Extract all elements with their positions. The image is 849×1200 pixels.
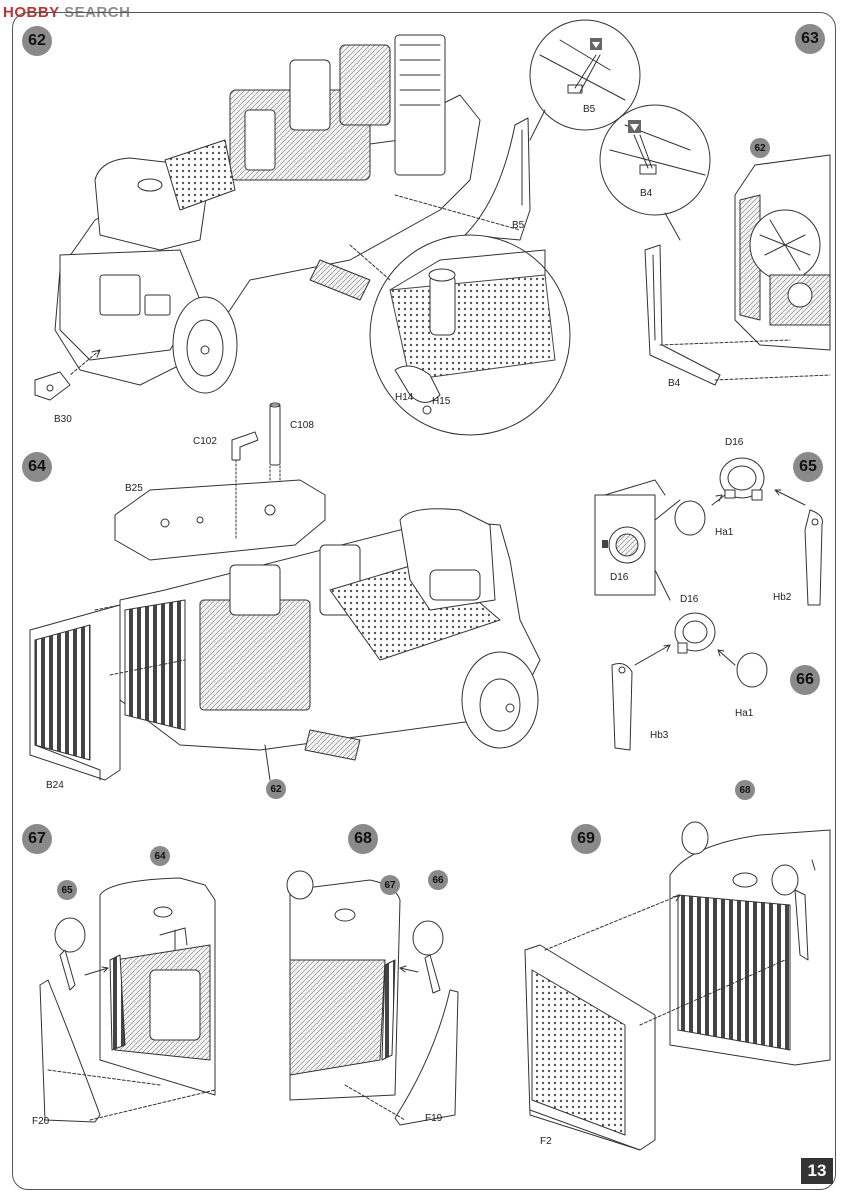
part-label-b4: B4 bbox=[668, 378, 681, 389]
step-number-63: 63 bbox=[795, 24, 825, 54]
step68-drawing bbox=[287, 871, 458, 1125]
part-label-c102: C102 bbox=[193, 436, 217, 447]
ref-badge-62: 62 bbox=[750, 138, 770, 158]
part-label-b5-detail: B5 bbox=[583, 104, 596, 115]
part-label-f2: F2 bbox=[540, 1136, 552, 1147]
ref-badge-67: 67 bbox=[380, 875, 400, 895]
part-label-d16: D16 bbox=[725, 437, 744, 448]
part-label-b25: B25 bbox=[125, 483, 143, 494]
step-number-65: 65 bbox=[793, 452, 823, 482]
part-label-d16-detail: D16 bbox=[610, 572, 629, 583]
part-label-f19: F19 bbox=[425, 1113, 443, 1124]
step-number-66: 66 bbox=[790, 665, 820, 695]
part-label-b5: B5 bbox=[512, 220, 525, 231]
part-label-b24: B24 bbox=[46, 780, 64, 791]
ref-badge-66: 66 bbox=[428, 870, 448, 890]
part-label-d16: D16 bbox=[680, 594, 699, 605]
step65-66-drawing bbox=[595, 458, 823, 750]
ref-badge-64: 64 bbox=[150, 846, 170, 866]
part-label-h15: H15 bbox=[432, 396, 451, 407]
part-label-ha1: Ha1 bbox=[735, 708, 754, 719]
part-label-ha1: Ha1 bbox=[715, 527, 734, 538]
step62-drawing bbox=[35, 20, 640, 435]
step-number-67: 67 bbox=[22, 824, 52, 854]
part-label-h14: H14 bbox=[395, 392, 414, 403]
ref-badge-62: 62 bbox=[266, 779, 286, 799]
step69-drawing bbox=[525, 822, 830, 1150]
part-label-b30: B30 bbox=[54, 414, 72, 425]
step67-drawing bbox=[40, 878, 215, 1122]
page-number: 13 bbox=[801, 1158, 833, 1184]
page-frame bbox=[12, 12, 836, 1190]
part-label-hb3: Hb3 bbox=[650, 730, 669, 741]
ref-badge-68: 68 bbox=[735, 780, 755, 800]
part-label-c108: C108 bbox=[290, 420, 314, 431]
step-number-62: 62 bbox=[22, 26, 52, 56]
step64-drawing bbox=[30, 403, 540, 780]
step-number-69: 69 bbox=[571, 824, 601, 854]
ref-badge-65: 65 bbox=[57, 880, 77, 900]
part-label-f20: F20 bbox=[32, 1116, 50, 1127]
step-number-64: 64 bbox=[22, 452, 52, 482]
step63-drawing bbox=[600, 105, 830, 385]
part-label-hb2: Hb2 bbox=[773, 592, 792, 603]
step-number-68: 68 bbox=[348, 824, 378, 854]
part-label-b4-detail: B4 bbox=[640, 188, 653, 199]
